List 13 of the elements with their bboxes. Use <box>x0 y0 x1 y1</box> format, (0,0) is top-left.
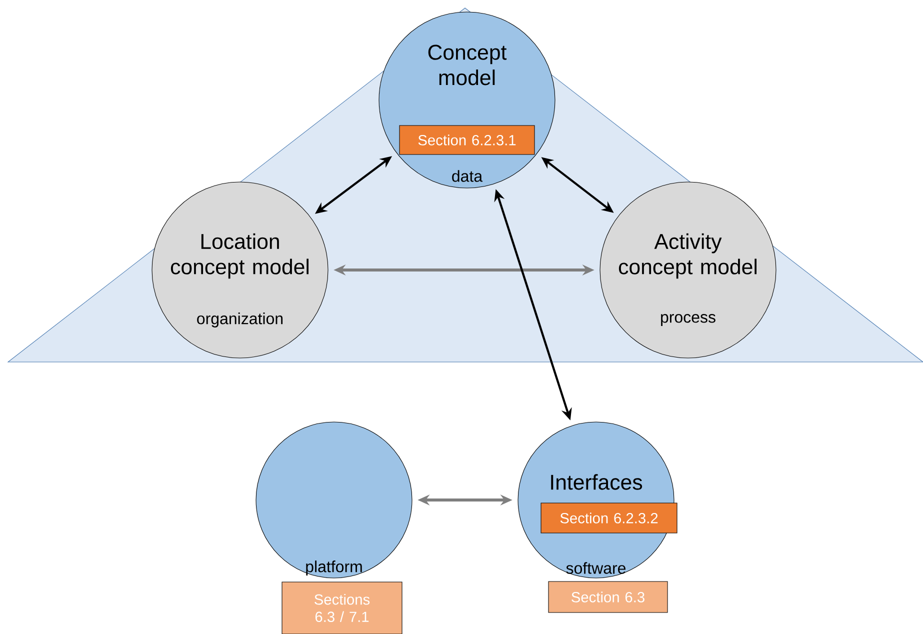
section-label: Section 6.2.3.1 <box>418 134 516 146</box>
section-label: Section 6.2.3.2 <box>560 512 658 524</box>
circle-title: Concept model <box>428 44 507 86</box>
section-label: Section 6.3 <box>572 592 644 602</box>
circle-label: software <box>566 562 626 574</box>
circle-label: organization <box>197 312 283 328</box>
circle-title: Activity concept model <box>618 233 756 279</box>
circle-title: Interfaces <box>551 474 642 490</box>
section-label: Sections 6.3 / 7.1 <box>314 594 370 622</box>
circle-title: Location concept model <box>170 233 308 279</box>
circle-label: process <box>661 314 716 326</box>
circle-label: platform <box>306 560 362 576</box>
circle-label: data <box>452 170 483 182</box>
